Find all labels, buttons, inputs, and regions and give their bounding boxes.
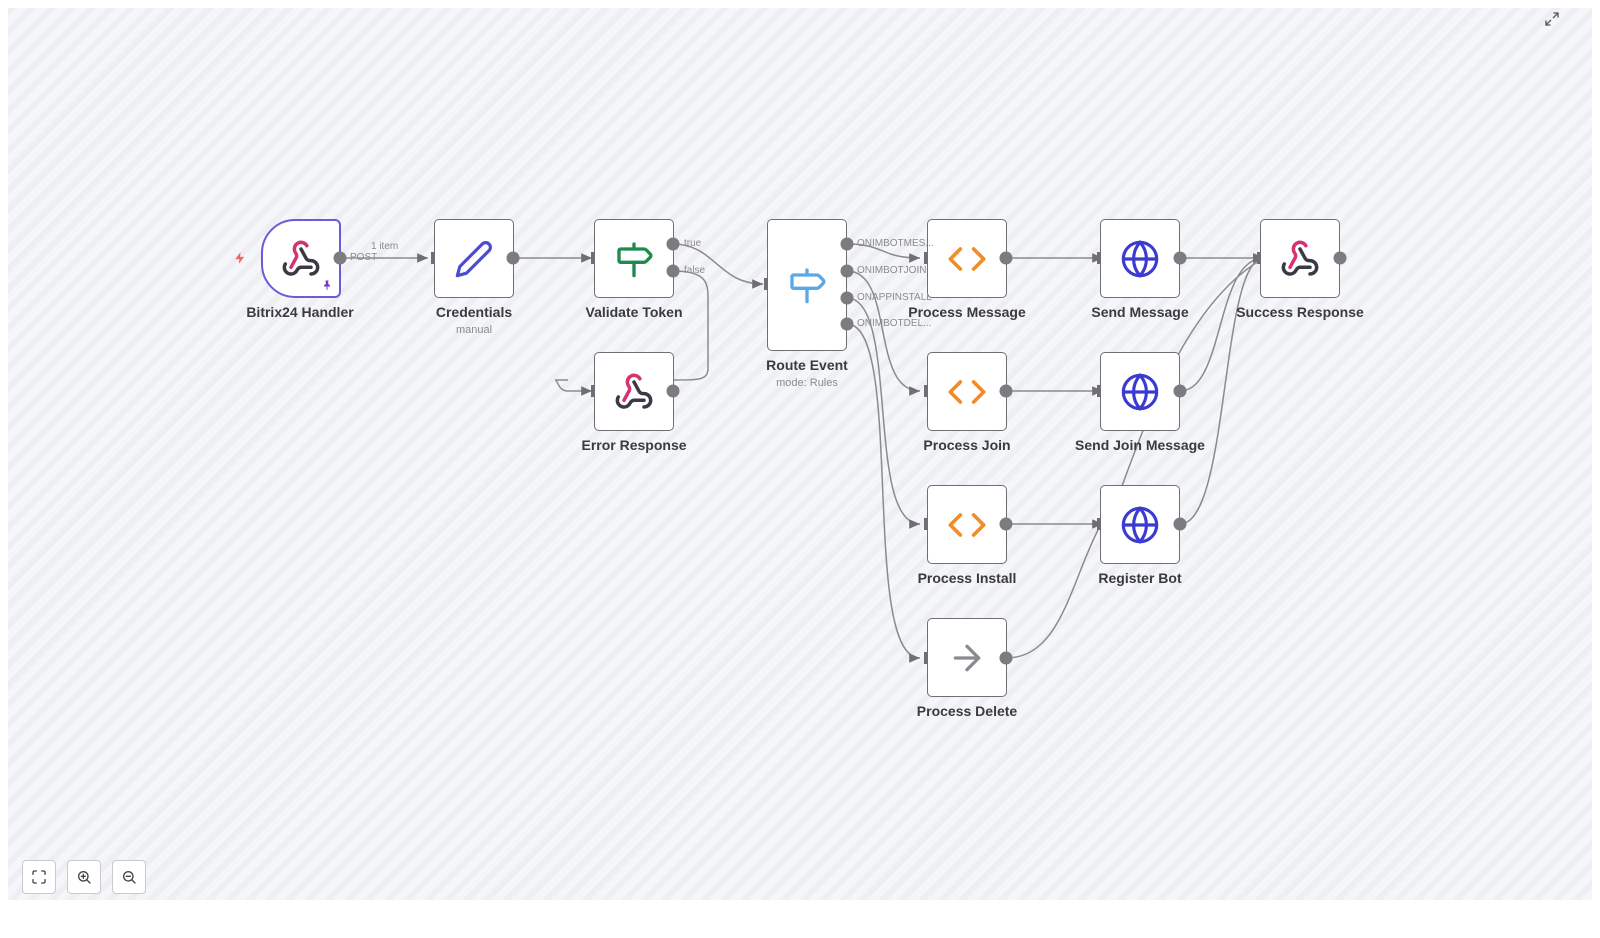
node-label: Credentials bbox=[435, 304, 513, 320]
node-send-message[interactable] bbox=[1100, 219, 1180, 298]
webhook-icon bbox=[282, 240, 320, 276]
arrow-right-icon bbox=[953, 644, 981, 671]
signpost-icon bbox=[790, 268, 826, 304]
node-error-response[interactable] bbox=[594, 352, 674, 431]
node-send-join-message[interactable] bbox=[1100, 352, 1180, 431]
globe-icon bbox=[1121, 239, 1159, 278]
node-label: Process Delete bbox=[916, 703, 1018, 719]
signpost-icon bbox=[617, 241, 653, 277]
node-sublabel: manual bbox=[455, 324, 493, 336]
edge-label-false: false bbox=[684, 265, 706, 276]
node-label: Success Response bbox=[1236, 304, 1364, 320]
edge-label-true: true bbox=[684, 238, 702, 249]
zoom-out-icon bbox=[123, 871, 136, 884]
node-validate-token[interactable] bbox=[594, 219, 674, 298]
node-label: Send Message bbox=[1091, 304, 1189, 320]
fit-view-button[interactable] bbox=[22, 860, 56, 894]
node-process-install[interactable] bbox=[927, 485, 1007, 564]
globe-icon bbox=[1121, 505, 1159, 544]
node-label: Validate Token bbox=[585, 304, 683, 320]
expand-icon[interactable] bbox=[1544, 11, 1560, 27]
code-icon bbox=[948, 246, 986, 271]
pin-icon bbox=[324, 280, 330, 290]
node-process-delete[interactable] bbox=[927, 618, 1007, 697]
edge-label-route-3: ONAPPINSTALL bbox=[857, 292, 932, 303]
node-label: Process Message bbox=[908, 304, 1026, 320]
node-label: Process Join bbox=[923, 437, 1011, 453]
code-icon bbox=[948, 379, 986, 404]
code-icon bbox=[948, 512, 986, 537]
edge-label-post: POST bbox=[350, 252, 378, 263]
node-label: Send Join Message bbox=[1075, 437, 1205, 453]
edge-label-route-4: ONIMBOTDEL... bbox=[857, 318, 932, 329]
node-label: Bitrix24 Handler bbox=[246, 304, 354, 320]
node-label: Register Bot bbox=[1098, 570, 1182, 586]
zoom-in-button[interactable] bbox=[67, 860, 101, 894]
pencil-icon bbox=[455, 240, 492, 277]
zoom-out-button[interactable] bbox=[112, 860, 146, 894]
node-process-join[interactable] bbox=[927, 352, 1007, 431]
webhook-icon bbox=[1281, 240, 1319, 276]
node-label: Route Event bbox=[766, 357, 848, 373]
node-label: Process Install bbox=[917, 570, 1017, 586]
zoom-in-icon bbox=[78, 871, 91, 884]
node-bitrix24-handler[interactable] bbox=[261, 219, 341, 298]
trigger-bolt-icon bbox=[235, 252, 245, 264]
globe-icon bbox=[1121, 372, 1159, 411]
node-label: Error Response bbox=[581, 437, 687, 453]
edge-label-items: 1 item bbox=[371, 241, 399, 252]
node-credentials[interactable] bbox=[434, 219, 514, 298]
workflow-canvas[interactable] bbox=[8, 8, 1592, 900]
node-register-bot[interactable] bbox=[1100, 485, 1180, 564]
node-route-event[interactable] bbox=[767, 219, 847, 351]
node-sublabel: mode: Rules bbox=[776, 377, 838, 389]
webhook-icon bbox=[615, 373, 653, 409]
edge-label-route-2: ONIMBOTJOIN bbox=[857, 265, 927, 276]
node-success-response[interactable] bbox=[1260, 219, 1340, 298]
fit-view-icon bbox=[32, 870, 46, 884]
node-process-message[interactable] bbox=[927, 219, 1007, 298]
edge-label-route-1: ONIMBOTMES... bbox=[857, 238, 934, 249]
